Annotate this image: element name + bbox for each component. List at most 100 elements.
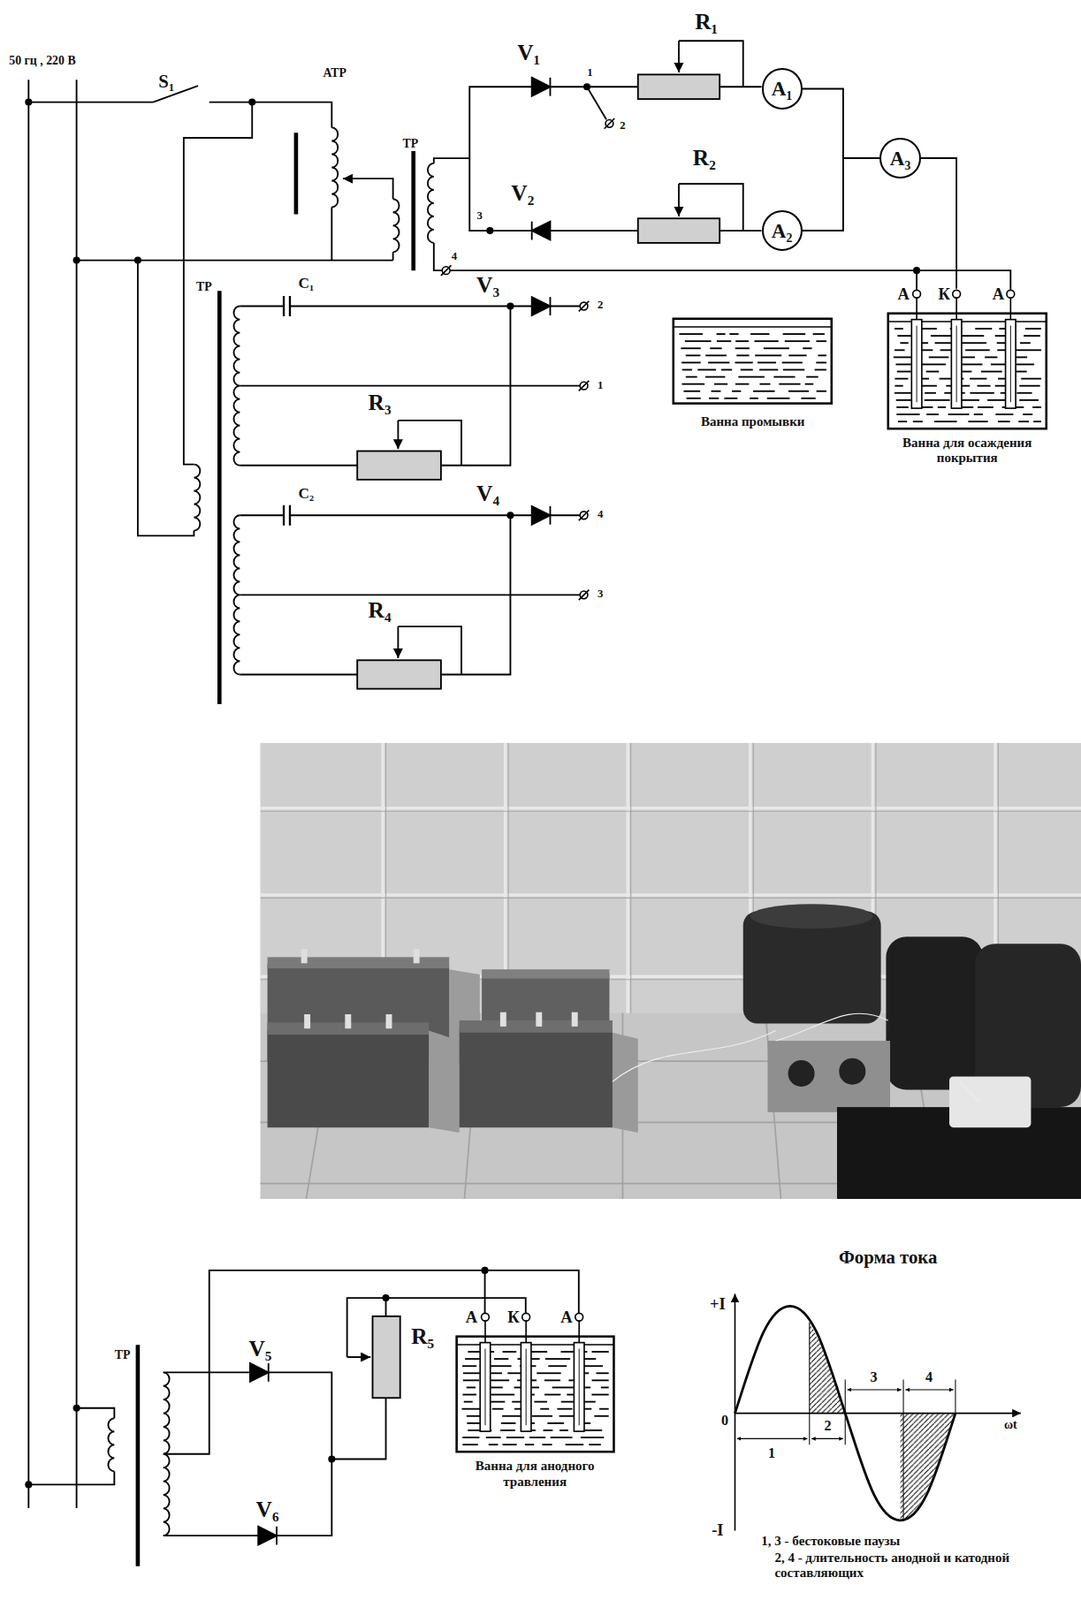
liquid-stroke	[738, 375, 766, 378]
capacitor-symbol	[283, 296, 290, 526]
liquid-stroke	[716, 333, 726, 335]
electrode-rod	[951, 319, 962, 408]
liquid-stroke	[779, 382, 801, 385]
transformer-coil	[107, 1418, 115, 1472]
liquid-stroke	[500, 1430, 516, 1432]
ammeter-circle: A₂	[761, 210, 803, 252]
liquid-stroke	[801, 396, 816, 399]
lab-photo	[304, 1014, 392, 1029]
transformer-label: ТР	[401, 137, 419, 151]
chart-title: Форма тока	[837, 1247, 938, 1268]
current-waveform	[811, 1438, 844, 1440]
lab-photo	[301, 949, 308, 964]
terminal-number: 1	[586, 67, 594, 80]
bath-drawing	[452, 1312, 618, 1456]
liquid-stroke	[533, 1401, 548, 1404]
lab-photo	[535, 1012, 542, 1028]
ammeter-label: A₂	[771, 219, 793, 244]
note-text: 2, 4 - длительность анодной и катодной с…	[773, 1551, 1074, 1581]
liquid-stroke	[995, 413, 1013, 416]
liquid-stroke	[1033, 420, 1042, 423]
tank-outline	[888, 313, 1047, 429]
transformer-coil	[393, 198, 400, 252]
lab-photo	[413, 949, 420, 964]
ammeter-label: A₃	[890, 146, 912, 171]
liquid-stroke	[974, 413, 983, 416]
liquid-stroke	[506, 1437, 525, 1439]
resistor-label: R₄	[367, 598, 393, 624]
resistor-label: R₁	[693, 9, 719, 35]
circuit-wire	[163, 1271, 579, 1537]
transformer-coil	[233, 306, 240, 466]
resistor-symbol	[638, 74, 720, 99]
wire-connector	[802, 88, 881, 159]
junction-dot	[327, 1455, 335, 1463]
bath-drawing	[668, 313, 838, 412]
electrode-rod	[479, 1343, 491, 1432]
axis-label: +I	[708, 1295, 727, 1314]
supply-label: 50 гц , 220 В	[7, 54, 77, 69]
liquid-stroke	[685, 340, 712, 343]
diode-label: V₆	[255, 1498, 281, 1523]
tank-outline	[673, 318, 832, 404]
liquid-stroke	[524, 1444, 533, 1447]
liquid-stroke	[543, 1380, 560, 1383]
liquid-stroke	[710, 347, 723, 350]
terminal-symbol	[578, 301, 590, 313]
transformer-coil	[427, 163, 434, 244]
transformer-coil	[331, 127, 338, 207]
diode-label: V₁	[516, 40, 541, 66]
liquid-stroke	[987, 399, 1005, 402]
resistor-label: R₅	[410, 1324, 435, 1350]
switch-label: S₁	[157, 71, 176, 92]
capacitor-label: C₂	[297, 485, 316, 503]
current-waveform	[900, 1414, 956, 1522]
current-waveform	[735, 1306, 956, 1522]
axis-label: ωt	[1003, 1419, 1019, 1433]
electrode-label: К	[937, 284, 952, 303]
terminal-number: 3	[476, 210, 484, 223]
liquid-stroke	[760, 382, 771, 385]
rheostat-arrow	[396, 626, 399, 659]
bath-tank: Ванна для осаждения покрытия	[883, 289, 1052, 467]
bath-label: Ванна для анодного травления	[452, 1459, 618, 1491]
electrode-rod	[1010, 325, 1012, 403]
liquid-stroke	[737, 354, 750, 357]
liquid-stroke	[679, 333, 704, 335]
liquid-stroke	[948, 413, 970, 416]
resistor-symbol	[638, 218, 720, 244]
terminal-symbol	[604, 118, 616, 130]
liquid-stroke	[813, 333, 825, 335]
liquid-stroke	[1032, 406, 1042, 409]
electrode-rod	[520, 1343, 532, 1432]
lab-photo	[612, 1033, 639, 1134]
liquid-stroke	[974, 327, 992, 330]
transformer-coil	[163, 1372, 170, 1537]
liquid-stroke	[814, 368, 827, 371]
liquid-level	[673, 326, 832, 328]
liquid-stroke	[560, 1401, 573, 1404]
liquid-stroke	[551, 1387, 573, 1390]
liquid-stroke	[894, 378, 908, 381]
junction-dot	[24, 83, 921, 1489]
electrode-label: А	[559, 1309, 573, 1327]
electrode-label: А	[896, 284, 910, 303]
diode-symbol	[250, 77, 551, 1546]
liquid-stroke	[599, 1408, 610, 1411]
liquid-stroke	[1025, 327, 1042, 330]
liquid-stroke	[735, 382, 749, 385]
transformer-coil	[107, 127, 434, 1537]
terminal-symbol	[521, 1314, 530, 1323]
liquid-stroke	[984, 356, 998, 358]
liquid-stroke	[591, 1394, 609, 1397]
terminal-symbol	[913, 289, 922, 298]
liquid-stroke	[961, 334, 984, 337]
lab-photo	[571, 1012, 579, 1028]
liquid-stroke	[721, 368, 732, 371]
liquid-stroke	[997, 420, 1011, 423]
liquid-stroke	[540, 1408, 549, 1411]
liquid-stroke	[767, 396, 791, 399]
liquid-stroke	[491, 1408, 503, 1411]
liquid-stroke	[714, 382, 728, 385]
